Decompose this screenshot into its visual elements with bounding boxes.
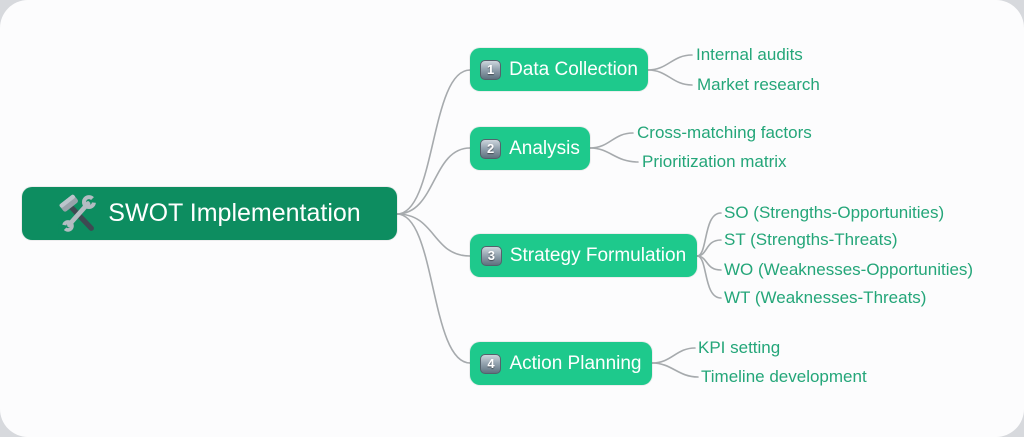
connector-to-market-research [647, 69, 693, 86]
connector-to-timeline [651, 362, 699, 378]
keycap-4-icon: 4 [480, 353, 502, 374]
root-node-swot-implementation: SWOT Implementation [22, 187, 397, 240]
branch-label-action-planning: Action Planning [509, 352, 642, 374]
keycap-2-icon: 2 [480, 138, 502, 159]
connector-to-wt [696, 255, 722, 299]
connector-root-to-data-collection [396, 69, 471, 215]
branch-node-strategy-formulation: 3 Strategy Formulation [470, 234, 697, 277]
root-label: SWOT Implementation [108, 199, 361, 227]
branch-node-action-planning: 4 Action Planning [470, 342, 652, 385]
branch-node-analysis: 2 Analysis [470, 127, 590, 170]
leaf-so-strengths-opportunities: SO (Strengths-Opportunities) [724, 203, 945, 222]
leaf-internal-audits: Internal audits [696, 45, 803, 64]
connector-to-internal-audits [647, 54, 693, 71]
connector-to-so [696, 212, 722, 257]
leaf-kpi-setting: KPI setting [698, 338, 781, 357]
connector-to-prioritization [589, 147, 639, 163]
connector-to-cross-matching [589, 132, 634, 149]
branch-label-strategy-formulation: Strategy Formulation [509, 244, 687, 266]
leaf-market-research: Market research [697, 75, 820, 94]
connector-root-to-analysis [396, 147, 471, 215]
connector-root-to-strategy-formulation [396, 213, 471, 257]
leaf-cross-matching-factors: Cross-matching factors [637, 123, 812, 142]
leaf-wt-weaknesses-threats: WT (Weaknesses-Threats) [724, 288, 927, 307]
branch-label-data-collection: Data Collection [509, 58, 638, 80]
connector-to-kpi-setting [651, 347, 696, 364]
leaf-wo-weaknesses-opportunities: WO (Weaknesses-Opportunities) [724, 260, 974, 279]
hammer-and-wrench-icon [59, 193, 99, 234]
leaf-st-strengths-threats: ST (Strengths-Threats) [724, 230, 898, 249]
keycap-3-icon: 3 [480, 245, 502, 266]
branch-label-analysis: Analysis [509, 137, 580, 159]
leaf-timeline-development: Timeline development [701, 367, 867, 386]
connector-root-to-action-planning [396, 213, 471, 364]
branch-node-data-collection: 1 Data Collection [470, 48, 648, 91]
keycap-1-icon: 1 [480, 59, 502, 80]
leaf-prioritization-matrix: Prioritization matrix [642, 152, 787, 171]
